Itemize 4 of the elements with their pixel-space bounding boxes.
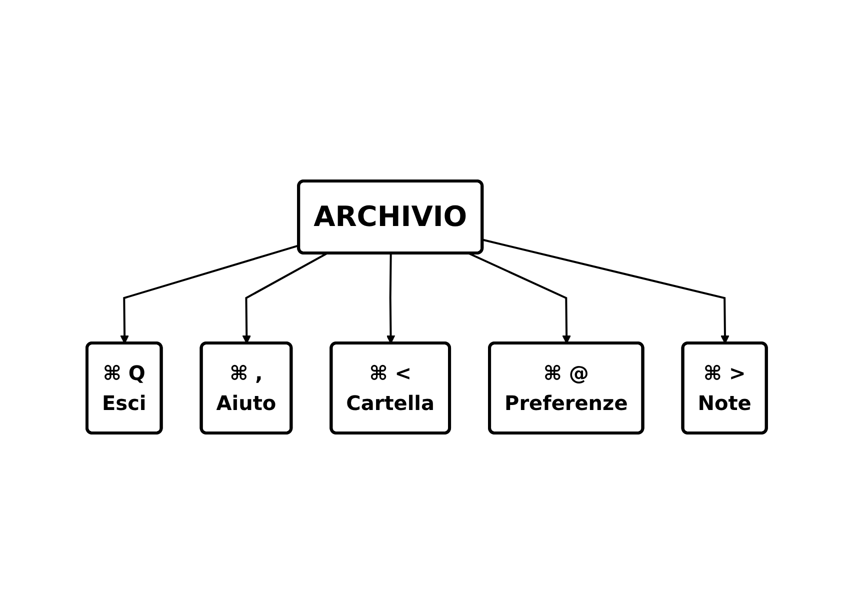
arrow: [482, 238, 730, 344]
arrow: [242, 252, 328, 344]
arrow: [386, 252, 395, 344]
arrow: [468, 252, 571, 344]
